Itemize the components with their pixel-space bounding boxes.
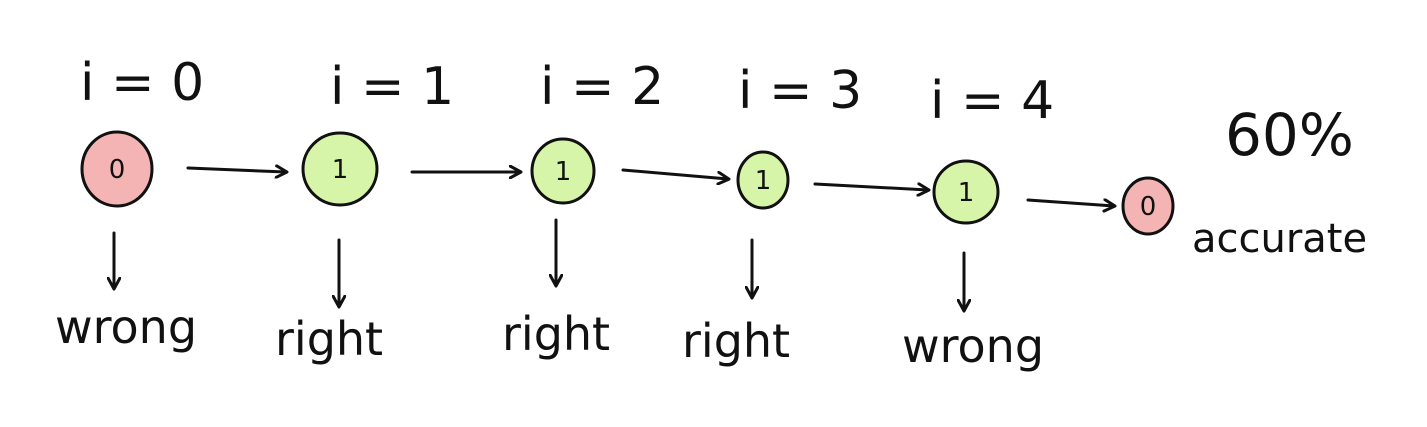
- node-circle-4: [932, 159, 1000, 225]
- result-label-2: right: [502, 307, 610, 361]
- node-value-0: 0: [109, 155, 126, 185]
- arrow-2-to-3: [621, 168, 728, 179]
- node-circle-1: [301, 131, 379, 207]
- index-label-1: i = 1: [330, 57, 454, 117]
- result-label-1: right: [275, 312, 383, 366]
- index-label-4: i = 4: [930, 71, 1054, 131]
- node-value-3: 1: [755, 166, 772, 196]
- index-label-3: i = 3: [738, 61, 862, 121]
- node-value-4: 1: [958, 178, 975, 208]
- node-value-1: 1: [332, 155, 349, 185]
- arrow-3-to-4: [813, 184, 928, 190]
- result-label-0: wrong: [55, 300, 197, 354]
- arrow-0-to-1: [186, 168, 286, 172]
- result-label-3: right: [682, 314, 790, 368]
- node-circle-3: [736, 150, 790, 210]
- final-node-circle: [1121, 176, 1175, 236]
- node-value-2: 1: [555, 157, 572, 187]
- accuracy-caption: accurate: [1192, 216, 1367, 262]
- node-circle-2: [530, 137, 596, 205]
- node-circle-0: [80, 130, 154, 208]
- index-label-0: i = 0: [80, 53, 204, 113]
- accuracy-percent: 60%: [1225, 101, 1354, 169]
- result-label-4: wrong: [902, 319, 1044, 373]
- arrow-4-to-final: [1026, 200, 1114, 206]
- final-node-value: 0: [1140, 192, 1157, 222]
- index-label-2: i = 2: [540, 57, 664, 117]
